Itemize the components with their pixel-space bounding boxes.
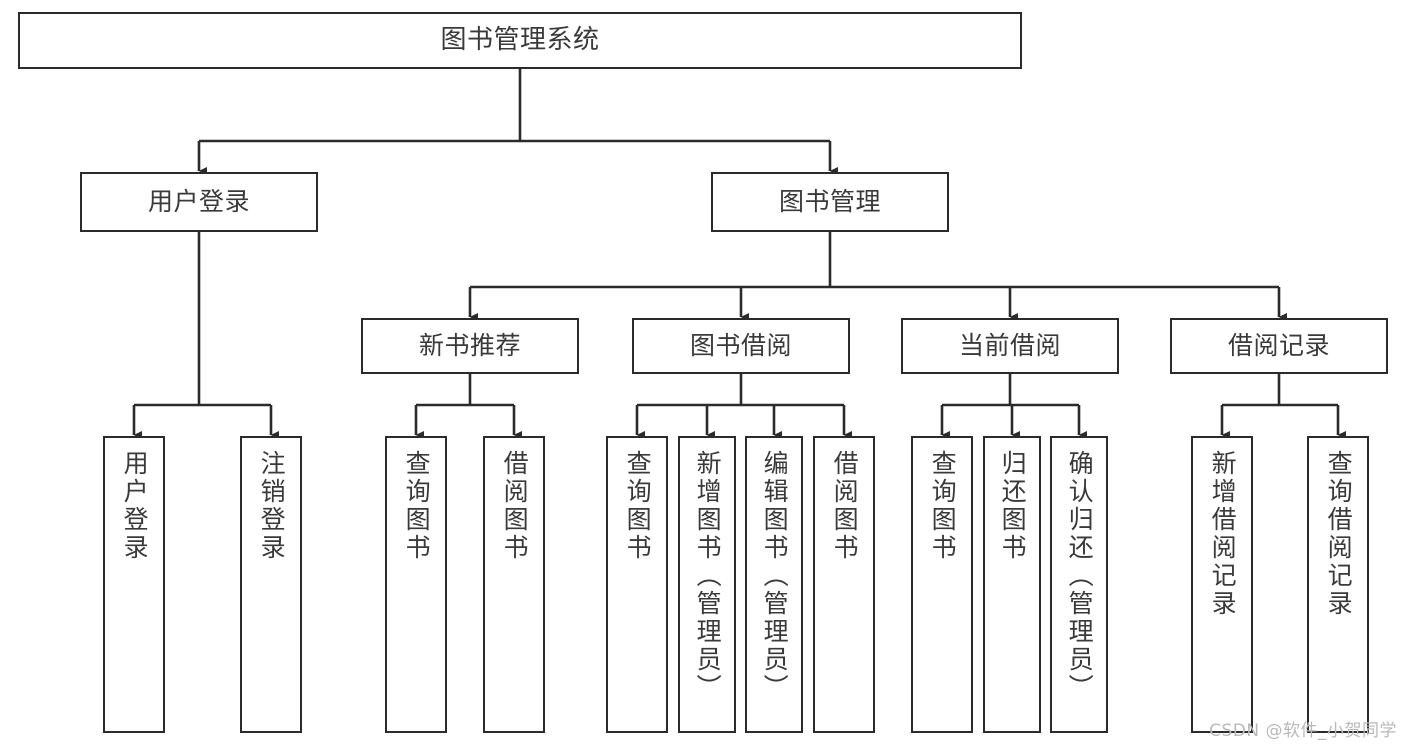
- node-label: 查询借阅记录: [1324, 450, 1354, 618]
- node-leaf6[interactable]: 新增图书（管理员）: [678, 436, 736, 733]
- node-label: 图书管理: [778, 186, 881, 216]
- node-leaf9[interactable]: 查询图书: [911, 436, 973, 733]
- node-label: 借阅图书: [830, 450, 860, 562]
- node-label: 用户登录: [120, 450, 150, 562]
- node-label: 用户登录: [147, 186, 250, 216]
- node-label: 图书借阅: [689, 330, 792, 360]
- node-label: 新增图书（管理员）: [693, 450, 723, 702]
- node-label: 新书推荐: [418, 330, 521, 360]
- node-label: 归还图书: [998, 450, 1028, 562]
- node-root[interactable]: 图书管理系统: [18, 12, 1022, 69]
- node-label: 查询图书: [402, 450, 432, 562]
- node-label: 注销登录: [257, 450, 287, 562]
- node-bookmgmt[interactable]: 图书管理: [711, 172, 949, 232]
- node-leaf7[interactable]: 编辑图书（管理员）: [745, 436, 803, 733]
- node-leaf4[interactable]: 借阅图书: [483, 436, 545, 733]
- node-label: 图书管理系统: [440, 24, 600, 55]
- node-current[interactable]: 当前借阅: [901, 318, 1119, 374]
- node-leaf10[interactable]: 归还图书: [983, 436, 1041, 733]
- node-leaf11[interactable]: 确认归还（管理员）: [1050, 436, 1108, 733]
- node-label: 查询图书: [623, 450, 653, 562]
- node-newbook[interactable]: 新书推荐: [361, 318, 579, 374]
- node-leaf8[interactable]: 借阅图书: [813, 436, 875, 733]
- node-login[interactable]: 用户登录: [80, 172, 318, 232]
- node-label: 当前借阅: [958, 330, 1061, 360]
- node-label: 借阅记录: [1227, 330, 1330, 360]
- node-label: 确认归还（管理员）: [1065, 450, 1095, 702]
- node-borrow[interactable]: 图书借阅: [632, 318, 850, 374]
- node-label: 借阅图书: [500, 450, 530, 562]
- node-leaf2[interactable]: 注销登录: [240, 436, 302, 733]
- node-label: 编辑图书（管理员）: [760, 450, 790, 702]
- node-leaf13[interactable]: 查询借阅记录: [1307, 436, 1369, 733]
- node-leaf3[interactable]: 查询图书: [385, 436, 447, 733]
- node-label: 新增借阅记录: [1208, 450, 1238, 618]
- node-label: 查询图书: [928, 450, 958, 562]
- node-leaf5[interactable]: 查询图书: [606, 436, 668, 733]
- node-leaf12[interactable]: 新增借阅记录: [1191, 436, 1253, 733]
- node-records[interactable]: 借阅记录: [1170, 318, 1388, 374]
- watermark-text: CSDN @软件_小贺同学: [1209, 721, 1397, 741]
- node-leaf1[interactable]: 用户登录: [103, 436, 165, 733]
